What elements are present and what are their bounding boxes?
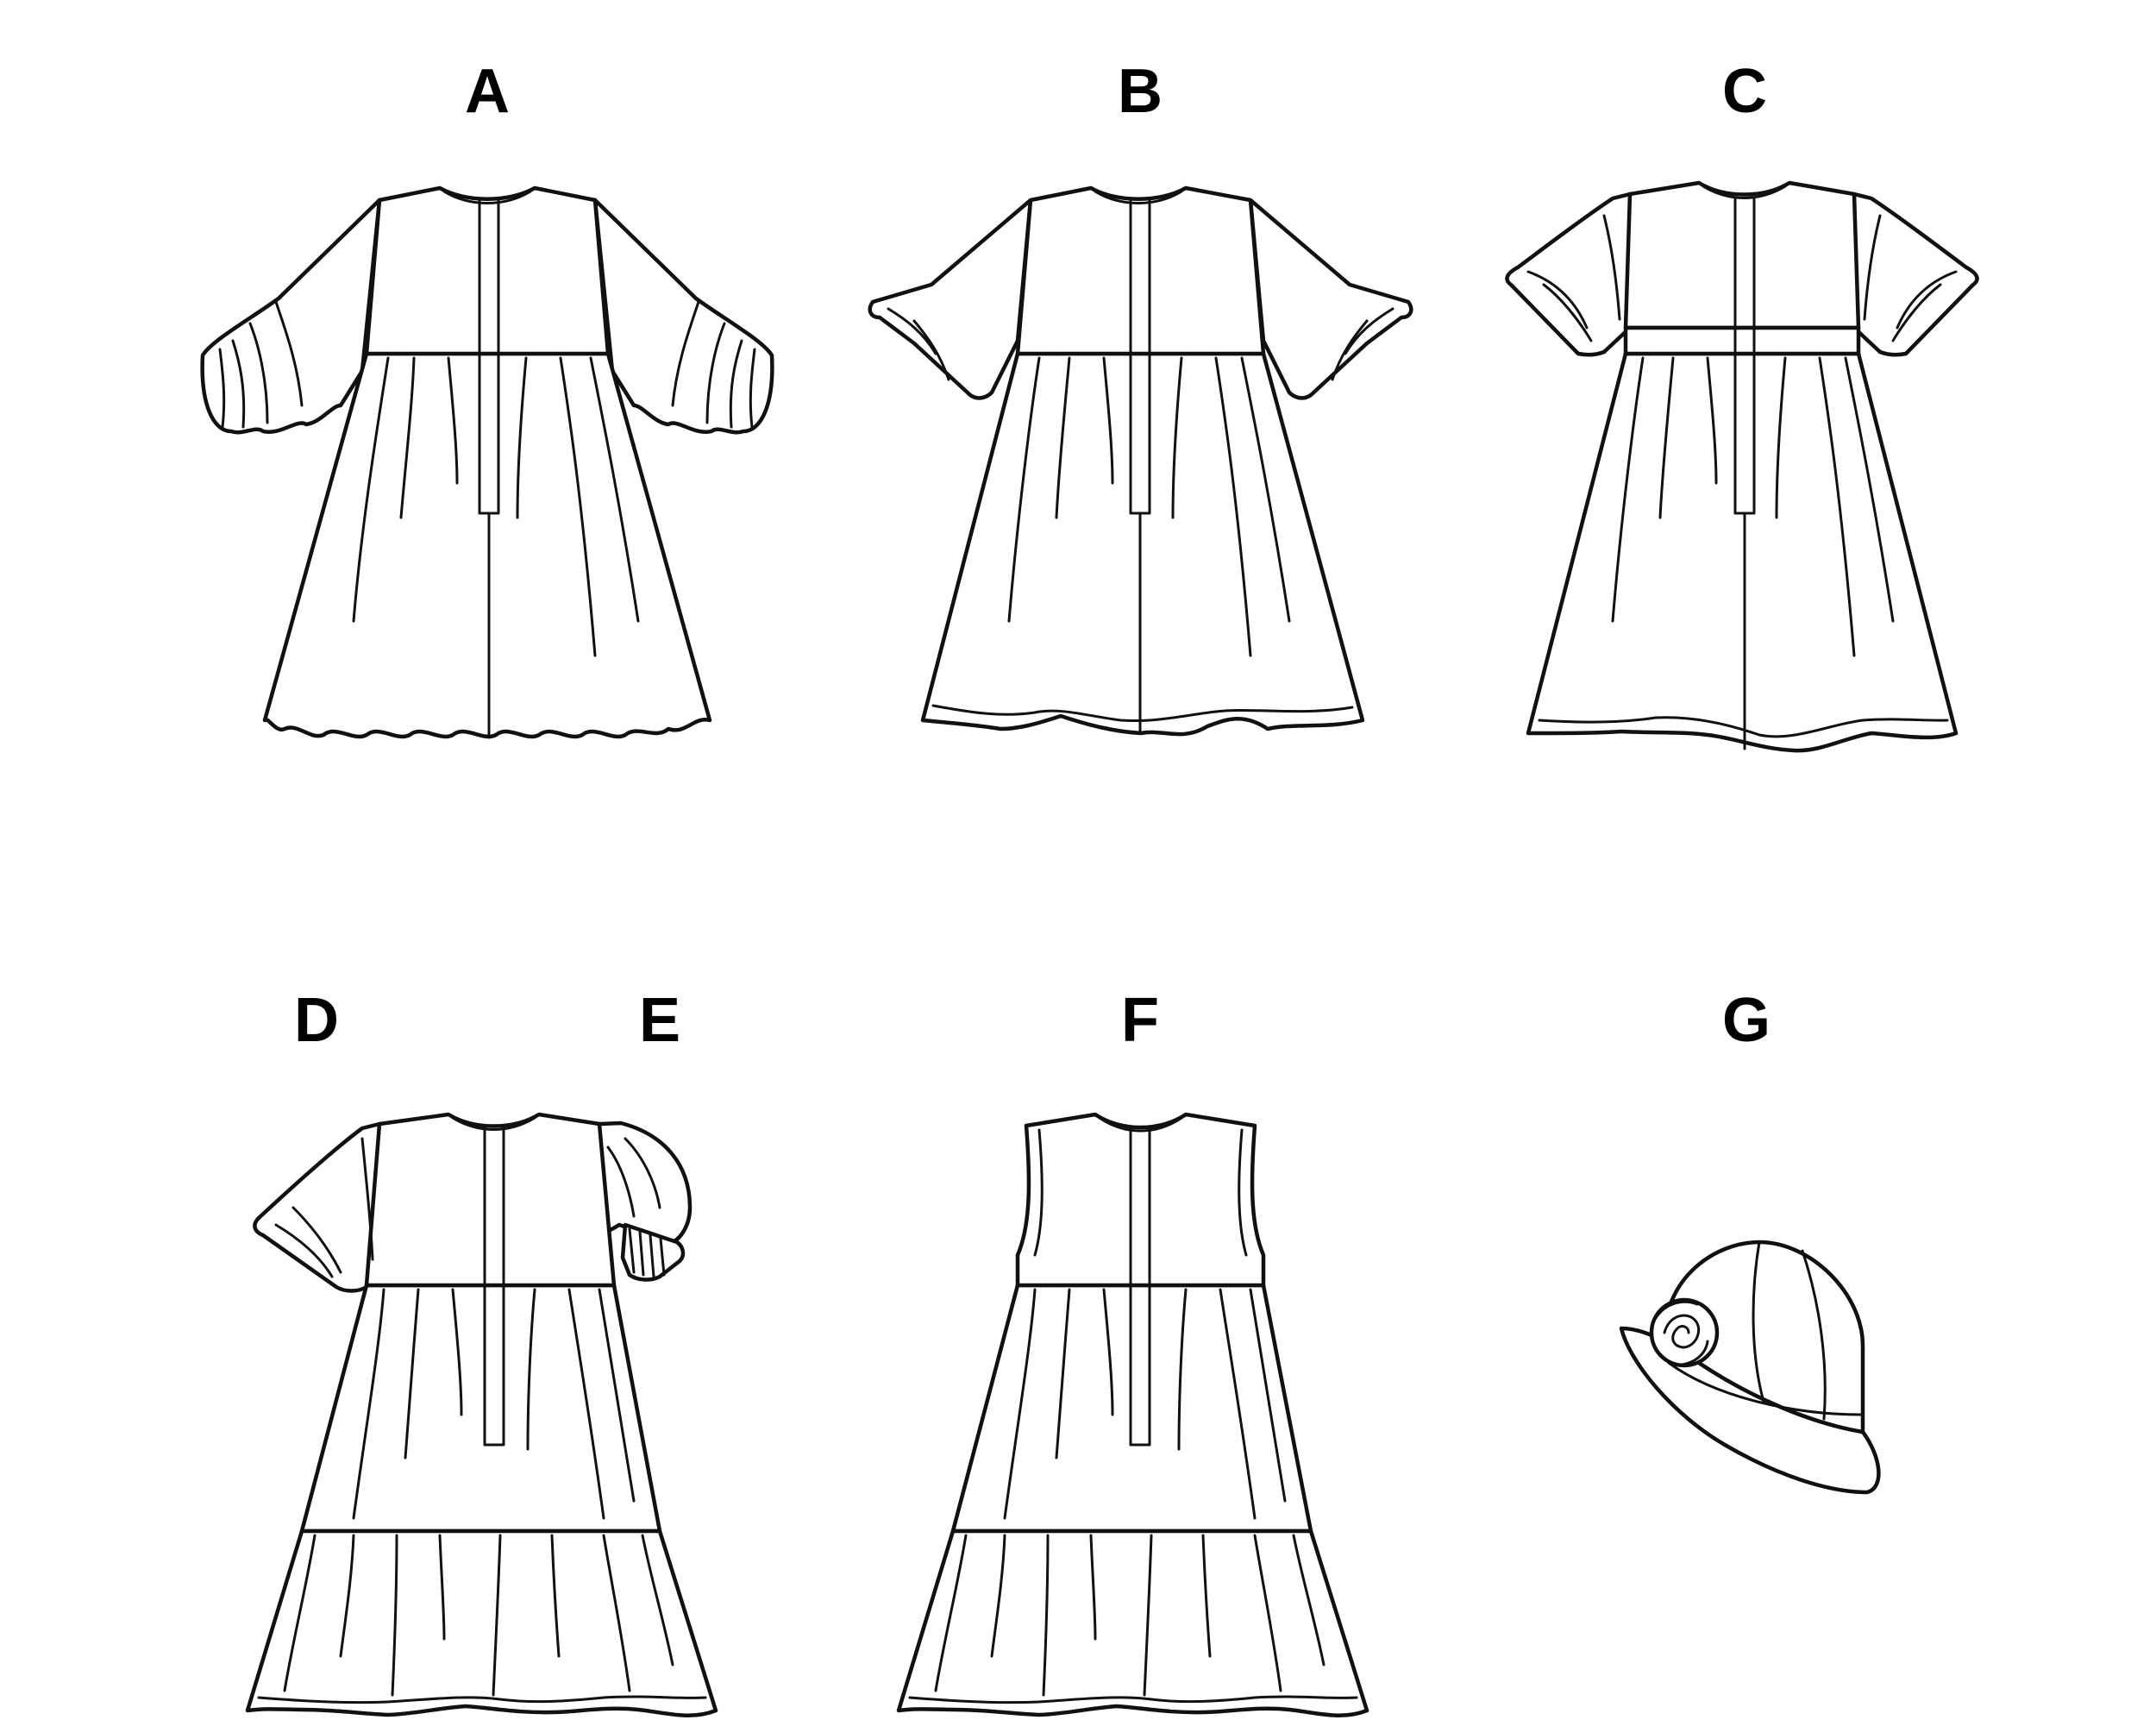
view-label-g: G bbox=[1721, 986, 1771, 1055]
dress-c-waistband bbox=[1623, 325, 1861, 356]
dress-a-left-sleeve bbox=[200, 198, 382, 435]
dress-de-bodice bbox=[364, 1112, 617, 1288]
dress-f-skirt-lower bbox=[896, 1529, 1369, 1717]
dress-e-right-sleeve bbox=[597, 1121, 693, 1245]
hat-view-g bbox=[1619, 1240, 1881, 1495]
dress-a-right-sleeve bbox=[592, 198, 774, 435]
view-label-d: D bbox=[294, 986, 339, 1055]
hat-g-flower bbox=[1649, 1297, 1720, 1368]
view-label-e: E bbox=[638, 986, 681, 1055]
view-label-f: F bbox=[1121, 986, 1159, 1055]
dress-de-skirt-lower bbox=[245, 1529, 718, 1717]
dress-view-de bbox=[245, 1112, 718, 1717]
dress-c-skirt bbox=[1526, 351, 1959, 753]
dress-view-f bbox=[896, 1112, 1369, 1717]
dress-c-bodice bbox=[1623, 180, 1861, 330]
dress-b-skirt bbox=[920, 351, 1365, 737]
dress-b-bodice bbox=[1015, 185, 1266, 356]
view-label-c: C bbox=[1722, 57, 1767, 126]
dress-b-left-sleeve bbox=[868, 198, 1033, 400]
dress-d-left-sleeve bbox=[253, 1121, 382, 1293]
dress-a-bodice bbox=[364, 185, 611, 356]
dress-view-a bbox=[200, 185, 774, 739]
dress-c-left-sleeve bbox=[1505, 191, 1633, 357]
dress-de-skirt-upper bbox=[299, 1283, 662, 1534]
dress-view-b bbox=[868, 185, 1413, 737]
view-label-a: A bbox=[465, 57, 510, 126]
dress-a-skirt bbox=[262, 351, 712, 739]
dress-c-right-sleeve bbox=[1852, 191, 1979, 357]
dress-b-right-sleeve bbox=[1248, 198, 1413, 400]
view-label-b: B bbox=[1118, 57, 1163, 126]
dress-f-bodice bbox=[1015, 1112, 1266, 1288]
dress-view-c bbox=[1505, 180, 1979, 753]
